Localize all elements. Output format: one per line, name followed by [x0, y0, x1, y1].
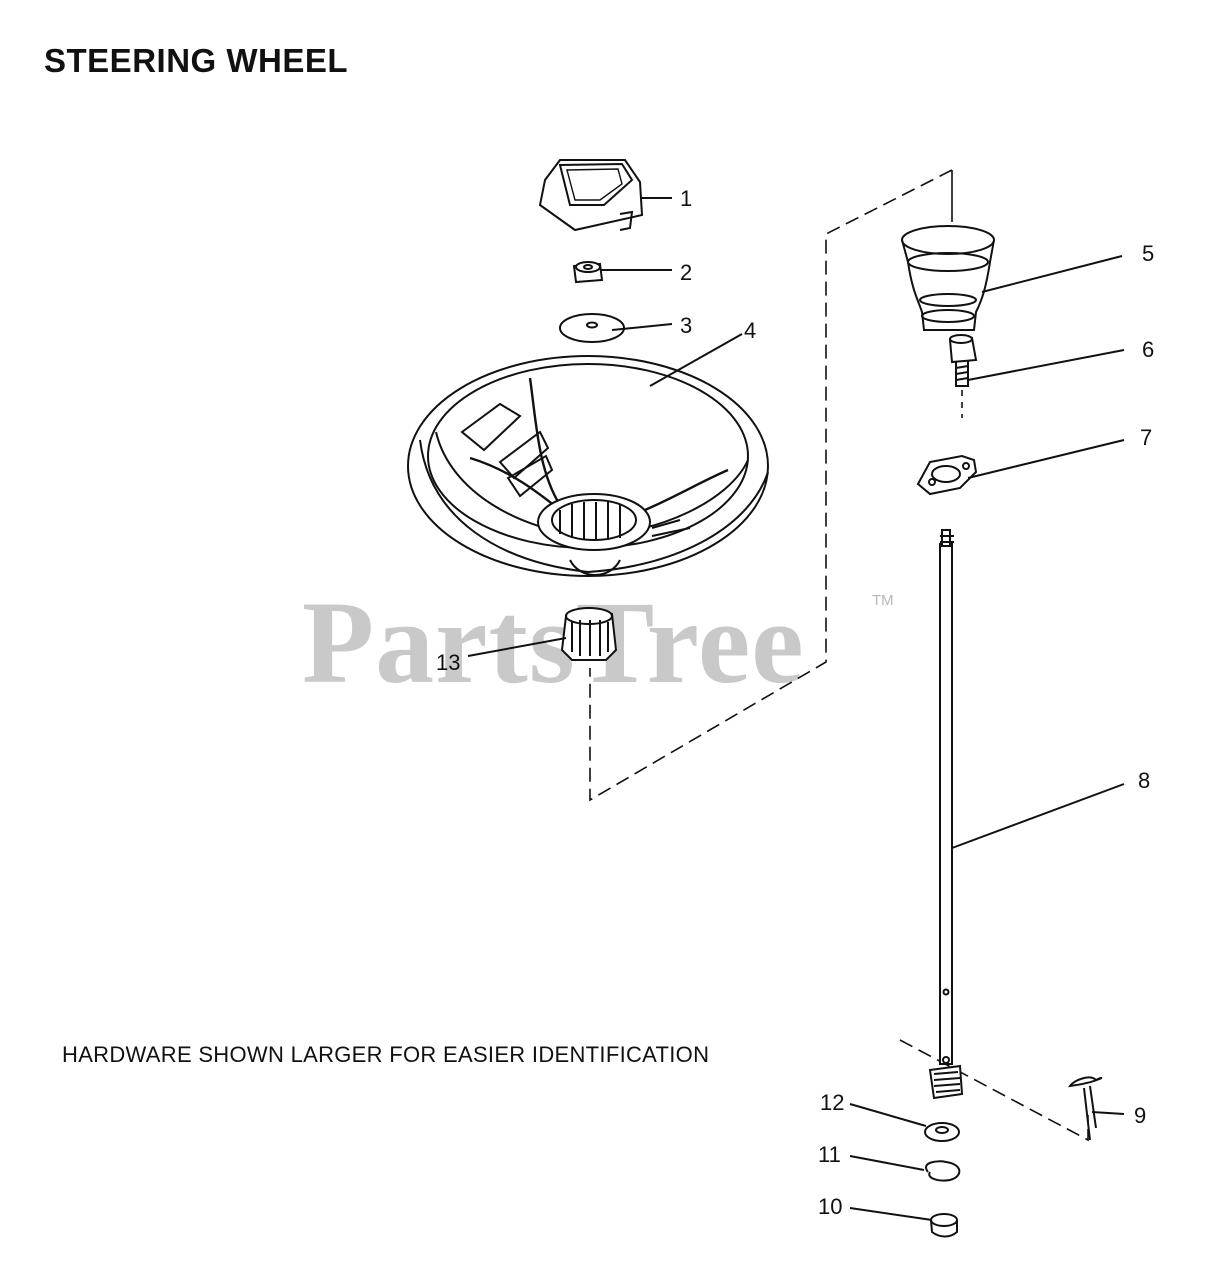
callout-11: 11: [818, 1142, 841, 1167]
callout-7: 7: [1140, 425, 1153, 450]
callout-2: 2: [680, 260, 693, 285]
callout-3: 3: [680, 313, 693, 338]
part-10-cap: [930, 1213, 958, 1238]
part-2-nut: [572, 261, 604, 284]
assembly-dashed-lines: [589, 169, 1089, 1142]
part-6-bolt: [948, 334, 978, 387]
callout-12: 12: [820, 1090, 845, 1115]
part-5-bushing: [901, 170, 995, 331]
part-12-washer: [924, 1122, 960, 1142]
hardware-note: HARDWARE SHOWN LARGER FOR EASIER IDENTIF…: [62, 1042, 710, 1067]
leader-lines: [467, 197, 1125, 1221]
part-3-washer: [559, 313, 625, 343]
callout-8: 8: [1138, 768, 1151, 793]
callout-6: 6: [1142, 337, 1155, 362]
watermark-text: PartsTree: [302, 577, 805, 708]
callout-1: 1: [680, 186, 693, 211]
callout-13: 13: [436, 650, 461, 675]
part-11-retaining-ring: [925, 1160, 961, 1182]
watermark-trademark: TM: [872, 592, 894, 609]
pinion-gear: [928, 1064, 964, 1100]
callout-4: 4: [744, 318, 757, 343]
part-1-center-cap: [538, 159, 644, 232]
part-13-adapter: [560, 607, 618, 661]
part-8-steering-shaft: [939, 529, 954, 1065]
part-7-flange: [916, 454, 978, 496]
callout-9: 9: [1134, 1103, 1147, 1128]
callout-5: 5: [1142, 241, 1155, 266]
part-9-cotter-pin: [1067, 1076, 1103, 1141]
diagram-title: STEERING WHEEL: [44, 42, 349, 79]
callout-10: 10: [818, 1194, 843, 1219]
part-4-steering-wheel: [407, 355, 769, 577]
